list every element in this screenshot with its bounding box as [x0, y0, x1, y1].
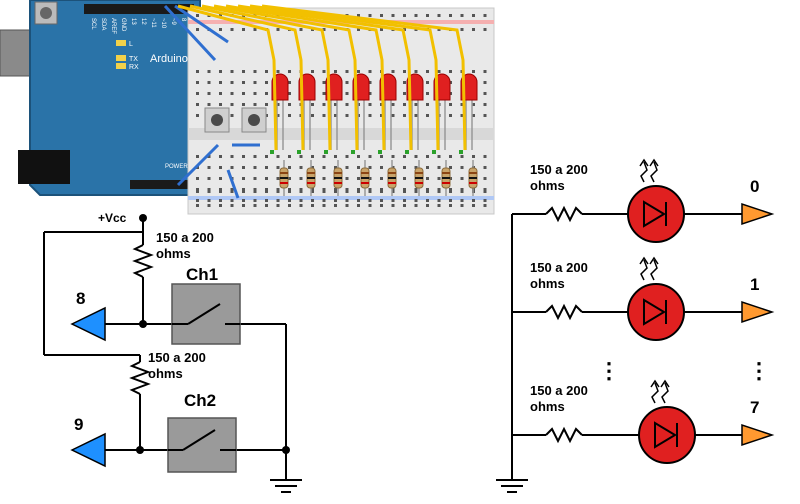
output-arrow-9: [70, 432, 106, 468]
blue-wire: [176, 143, 220, 187]
output-number-label: 0: [750, 177, 759, 196]
resistor-1-label: 150 a 200: [156, 230, 214, 245]
vcc-label: +Vcc: [98, 211, 127, 225]
output-arrow: [741, 300, 775, 324]
switch-ch1-label: Ch1: [186, 265, 218, 284]
header-pin-label: 8: [180, 18, 186, 22]
board-led-l: L: [129, 41, 133, 48]
output-number-label: 1: [750, 275, 759, 294]
led-symbol: [627, 185, 685, 243]
yellow-wire: [249, 4, 440, 151]
header-pin-label: SCL: [90, 18, 96, 30]
blue-wire: [226, 169, 240, 199]
arduino-brand-label: Arduino: [150, 53, 188, 65]
yellow-wire: [213, 4, 359, 151]
yellow-wire: [261, 4, 467, 151]
breadboard-wire-ends: [270, 150, 463, 154]
switch-ch1: [171, 283, 241, 345]
header-pin-label: ~11: [150, 18, 156, 28]
blue-wire: [163, 4, 217, 62]
ellipsis-leds: ⋮: [598, 358, 620, 383]
power-header-title: POWER: [165, 164, 188, 170]
led-resistor-unit: ohms: [530, 399, 565, 414]
resistor-2: [129, 361, 151, 395]
header-pin-label: GND: [120, 18, 126, 32]
output-arrow: [741, 423, 775, 447]
header-pin-label: 12: [140, 18, 146, 25]
output-number-label: 7: [750, 398, 759, 417]
led-resistor-unit: ohms: [530, 178, 565, 193]
board-led-rx: RX: [129, 64, 139, 71]
led-resistor-label: 150 a 200: [530, 260, 588, 275]
yellow-wire: [225, 4, 386, 151]
yellow-wire: [189, 4, 305, 151]
yellow-wire: [177, 4, 278, 151]
led-resistor: [545, 205, 583, 223]
arduino-board: SCL SDA AREF GND 13 12 ~11 ~10 ~9 8 L TX RX Ardui…: [0, 0, 201, 196]
board-led-tx: TX: [129, 56, 138, 63]
header-pin-label: ~10: [160, 18, 166, 29]
blue-wire: [174, 4, 229, 44]
led-resistor-label: 150 a 200: [530, 383, 588, 398]
resistor-1-label-unit: ohms: [156, 246, 191, 261]
output-8-label: 8: [76, 289, 85, 308]
led-symbol: [638, 406, 696, 464]
header-pin-label: SDA: [100, 18, 106, 30]
schematic-switches: [43, 214, 302, 493]
led-resistor-label: 150 a 200: [530, 162, 588, 177]
yellow-wire: [201, 4, 332, 151]
switch-ch2-label: Ch2: [184, 391, 216, 410]
led-resistor: [545, 426, 583, 444]
output-9-label: 9: [74, 415, 83, 434]
resistor-2-label: 150 a 200: [148, 350, 206, 365]
output-arrow: [741, 202, 775, 226]
header-pin-label: ~9: [170, 18, 176, 26]
header-pin-label: AREF: [110, 18, 116, 34]
breadboard: [163, 4, 495, 215]
yellow-wire: [237, 4, 413, 151]
yellow-wires: [177, 4, 467, 151]
ellipsis-outputs: ⋮: [748, 358, 770, 383]
header-pin-label: 13: [130, 18, 136, 25]
switch-ch2: [167, 417, 237, 473]
resistor-2-label-unit: ohms: [148, 366, 183, 381]
output-arrow-8: [70, 306, 106, 342]
led-symbol: [627, 283, 685, 341]
led-resistor-unit: ohms: [530, 276, 565, 291]
led-resistor: [545, 303, 583, 321]
resistor-1: [132, 244, 154, 278]
